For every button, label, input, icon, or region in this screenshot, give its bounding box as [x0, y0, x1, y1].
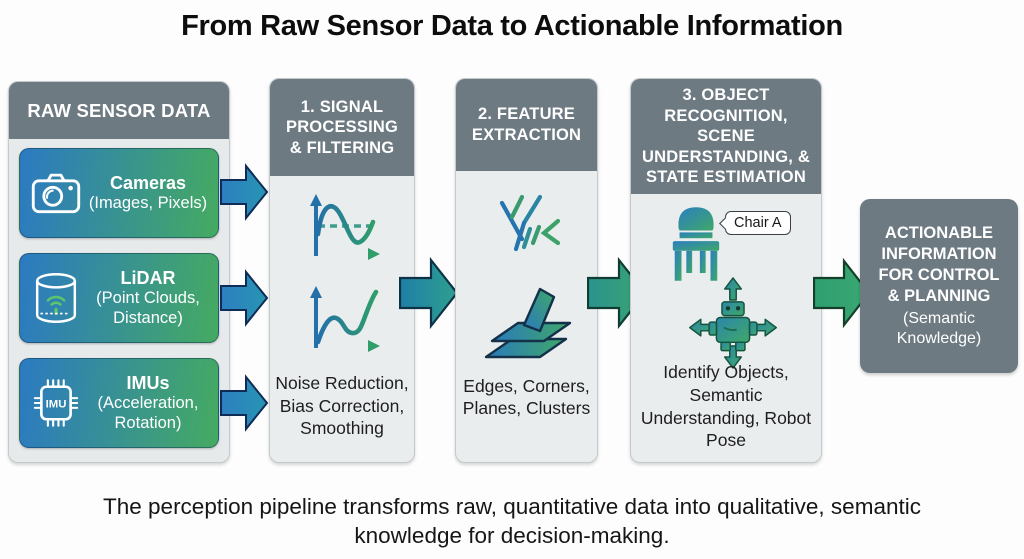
sensor-card-detail: (Point Clouds, Distance): [96, 289, 200, 327]
actionable-information-panel: ACTIONABLE INFORMATION FOR CONTROL & PLA…: [860, 199, 1018, 373]
stage-feature-extraction-header: 2. FEATURE EXTRACTION: [456, 79, 597, 171]
signal-wave-chart-icon: [310, 194, 380, 260]
chair-label-tag: Chair A: [725, 211, 791, 235]
actionable-information-subtext: (Semantic Knowledge): [896, 310, 982, 348]
sensor-card-title: Cameras: [109, 172, 187, 193]
lidar-icon: [28, 271, 84, 325]
smoothing-curve-chart-icon: [310, 286, 380, 352]
sensor-card-detail: (Acceleration, Rotation): [97, 394, 199, 432]
flow-arrow-imus-icon: [220, 374, 269, 432]
flow-arrow-stage1-stage2-icon: [399, 256, 459, 330]
sensor-card-caption: LiDAR (Point Clouds, Distance): [84, 268, 212, 328]
stage-object-recognition: 3. OBJECT RECOGNITION, SCENE UNDERSTANDI…: [630, 78, 822, 463]
stage-feature-extraction: 2. FEATURE EXTRACTION: [455, 78, 598, 463]
sensor-card-caption: Cameras (Images, Pixels): [84, 173, 212, 214]
flow-arrow-stage3-output-icon: [813, 257, 871, 329]
stage-object-recognition-body: Identify Objects, Semantic Understanding…: [640, 362, 812, 451]
imu-chip-icon: IMU: [28, 377, 84, 429]
raw-sensor-data-panel: RAW SENSOR DATA Cameras (Images, Pixels): [8, 81, 230, 463]
sensor-card-cameras: Cameras (Images, Pixels): [19, 148, 219, 238]
sensor-card-title: LiDAR: [120, 267, 176, 288]
raw-sensor-data-header: RAW SENSOR DATA: [9, 82, 229, 139]
sensor-card-list: Cameras (Images, Pixels) LiDA: [9, 139, 229, 457]
sensor-card-caption: IMUs (Acceleration, Rotation): [84, 373, 212, 433]
stage-signal-processing: 1. SIGNAL PROCESSING & FILTERING Noise R…: [269, 78, 415, 463]
camera-icon: [28, 170, 84, 216]
flow-arrow-lidar-icon: [220, 269, 269, 327]
planes-stack-icon: [484, 287, 572, 359]
actionable-information-header: ACTIONABLE INFORMATION FOR CONTROL & PLA…: [878, 223, 1000, 306]
diagram-caption: The perception pipeline transforms raw, …: [0, 492, 1024, 551]
imu-chip-label: IMU: [46, 398, 67, 410]
sensor-card-lidar: LiDAR (Point Clouds, Distance): [19, 253, 219, 343]
flow-arrow-cameras-icon: [220, 163, 269, 221]
stage-object-recognition-header: 3. OBJECT RECOGNITION, SCENE UNDERSTANDI…: [631, 79, 821, 194]
stage-feature-extraction-body: Edges, Corners, Planes, Clusters: [462, 375, 591, 419]
robot-pose-icon: [689, 277, 777, 369]
edge-lines-icon: [499, 194, 561, 252]
sensor-card-title: IMUs: [126, 372, 170, 393]
stage-signal-processing-body: Noise Reduction, Bias Correction, Smooth…: [275, 372, 409, 439]
diagram-caption-text: The perception pipeline transforms raw, …: [103, 494, 921, 549]
sensor-card-imus: IMU IMUs (Acceleration, Rotation): [19, 358, 219, 448]
sensor-card-detail: (Images, Pixels): [88, 193, 208, 212]
page-title: From Raw Sensor Data to Actionable Infor…: [181, 10, 843, 42]
chair-icon: [672, 207, 720, 281]
stage-signal-processing-header: 1. SIGNAL PROCESSING & FILTERING: [270, 79, 414, 176]
